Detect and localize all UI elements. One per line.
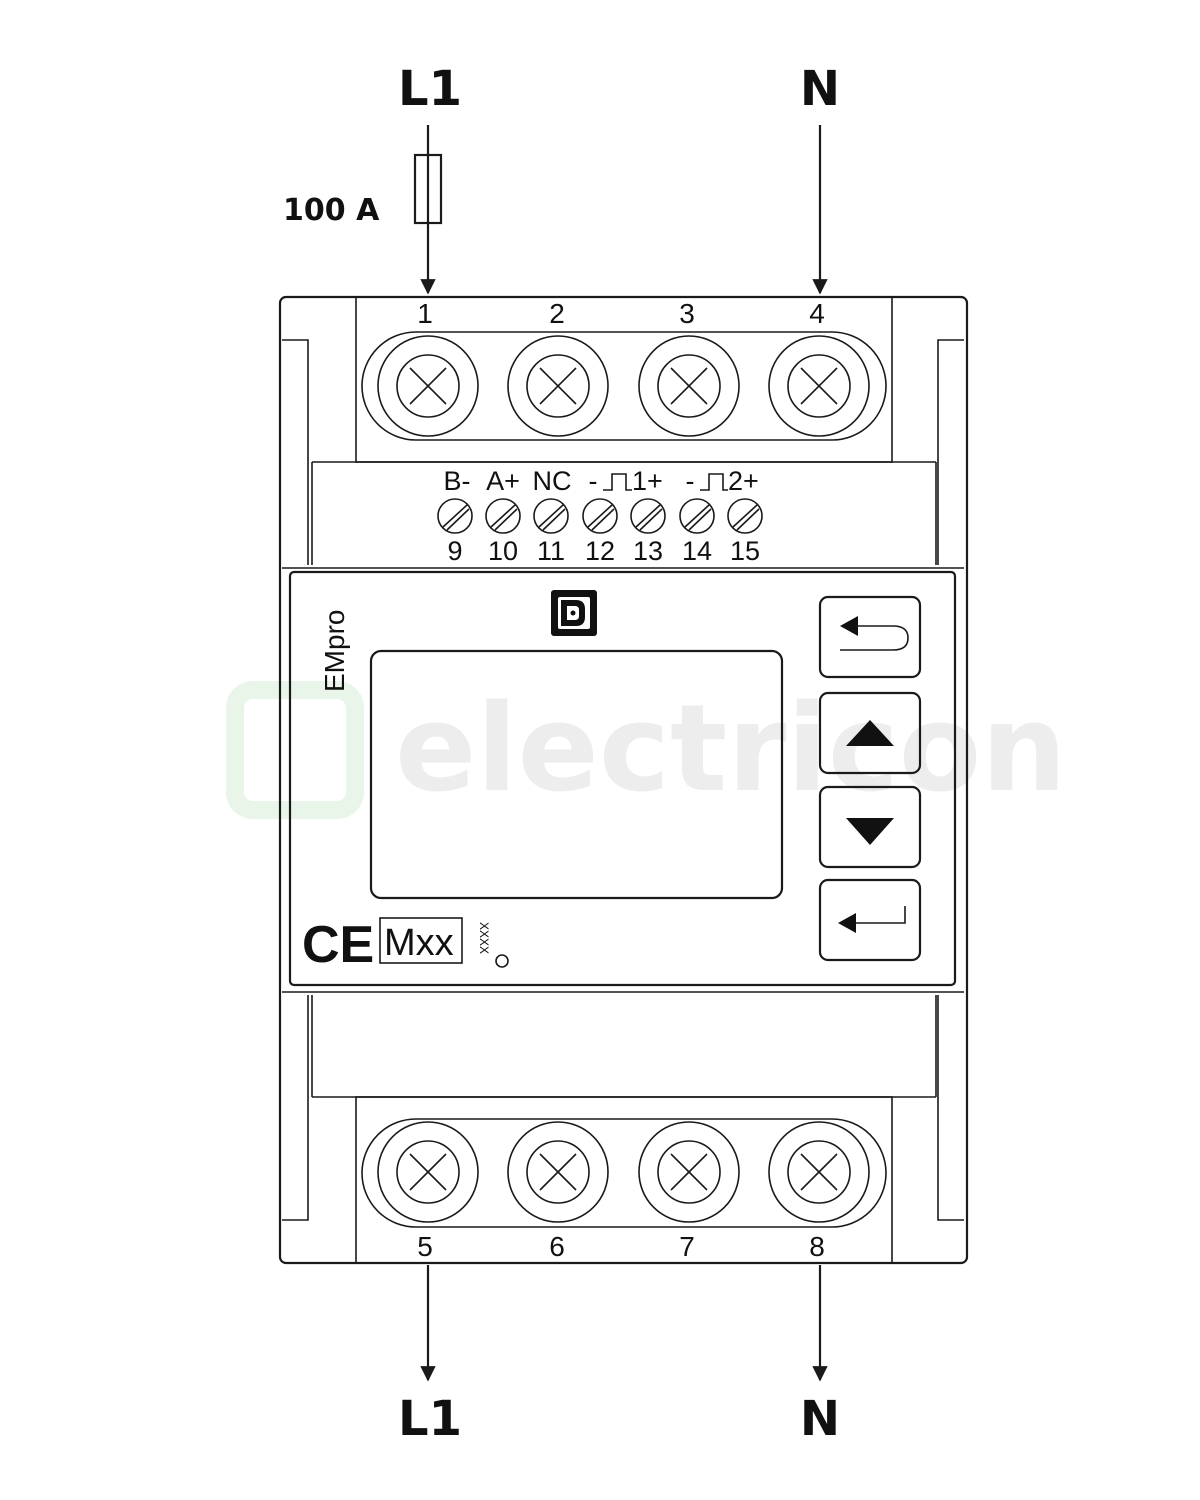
terminal-screw-5 [377,1121,479,1223]
wire-label-bottom-n: N [800,1391,840,1447]
wire-label-top-l1: L1 [398,61,462,117]
back-curve-icon [840,625,909,651]
terminal-screw-2 [507,335,609,437]
terminal-screw-8 [768,1121,870,1223]
meter-housing [278,295,969,1265]
terminal-screw-7 [638,1121,740,1223]
signal-number-15: 15 [730,536,760,566]
enter-return-icon [855,906,906,924]
terminal-number-1: 1 [417,298,433,329]
signal-number-14: 14 [682,536,712,566]
back-arrow-icon [840,616,858,636]
signal-screw-14 [679,498,715,534]
triangle-down-icon [846,818,894,845]
terminal-number-7: 7 [679,1231,695,1262]
pulse-icon-1 [603,473,632,491]
status-led [495,954,509,968]
signal-screw-row [437,498,763,534]
signal-screw-9 [437,498,473,534]
metrology-mark-box [379,917,463,964]
wire-label-bottom-l1: L1 [398,1391,462,1447]
signal-screw-15 [727,498,763,534]
enter-button[interactable] [818,878,922,962]
signal-label-9: B- [444,466,471,496]
signal-label-12: - [589,466,598,496]
signal-label-14: - [686,466,695,496]
metrology-mark: Mxx [384,922,454,964]
terminal-screw-3 [638,335,740,437]
signal-label-11: NC [533,466,572,496]
pulse-icon-2 [700,473,728,491]
signal-number-13: 13 [633,536,663,566]
up-button[interactable] [818,691,922,775]
lcd-display [369,649,784,900]
brand-label: EMpro [319,610,350,692]
signal-number-10: 10 [488,536,518,566]
fuse-rating-label: 100 A [283,193,380,228]
signal-screw-12 [582,498,618,534]
wire-label-top-n: N [800,61,840,117]
terminal-screw-1 [377,335,479,437]
bottom-screw-row [361,1118,887,1228]
metrology-code: XXXX [477,922,491,954]
enter-arrow-icon [838,913,856,933]
signal-label-13: 1+ [632,466,663,496]
terminal-number-3: 3 [679,298,695,329]
signal-number-12: 12 [585,536,615,566]
signal-label-15: 2+ [728,466,759,496]
terminal-number-4: 4 [809,298,825,329]
terminal-screw-4 [768,335,870,437]
manufacturer-logo-icon [551,590,597,636]
down-button[interactable] [818,785,922,869]
back-button[interactable] [818,595,922,679]
watermark: electricon [226,680,1067,819]
terminal-number-2: 2 [549,298,565,329]
signal-label-10: A+ [486,466,520,496]
signal-number-9: 9 [447,536,462,566]
terminal-number-5: 5 [417,1231,433,1262]
signal-number-11: 11 [537,536,565,566]
signal-screw-13 [630,498,666,534]
top-screw-row [361,331,887,441]
terminal-screw-6 [507,1121,609,1223]
signal-screw-10 [485,498,521,534]
terminal-number-6: 6 [549,1231,565,1262]
terminal-number-8: 8 [809,1231,825,1262]
wire-top-l1 [413,125,443,295]
ce-mark: CE [302,916,374,974]
triangle-up-icon [846,720,894,746]
signal-screw-11 [533,498,569,534]
